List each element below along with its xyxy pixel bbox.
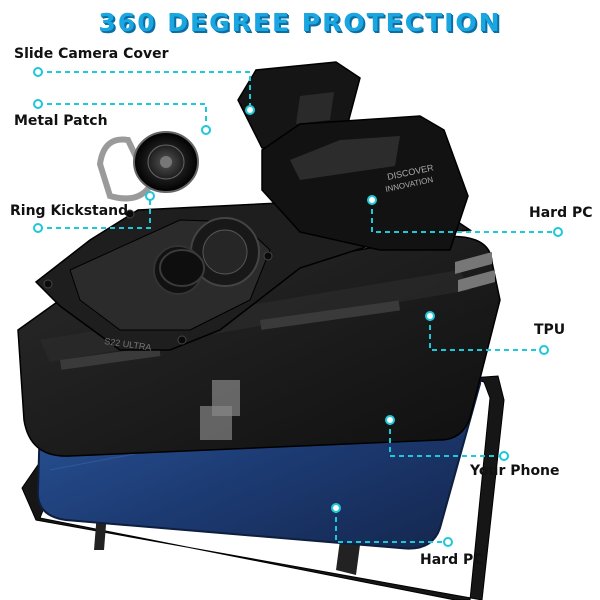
callout-hard-pc-bottom bbox=[335, 508, 448, 543]
label-metal-patch: Metal Patch bbox=[14, 113, 108, 129]
hard-pc-top-shell: DISCOVER INNOVATION bbox=[261, 115, 469, 251]
label-hard-pc-top: Hard PC bbox=[529, 205, 593, 221]
callout-slide-camera-cover bbox=[38, 71, 251, 110]
callout-ring-kickstand bbox=[38, 196, 151, 229]
label-tpu: TPU bbox=[534, 322, 566, 338]
callout-markers bbox=[33, 67, 563, 547]
mounted-ring bbox=[159, 249, 205, 287]
callout-your-phone bbox=[389, 420, 504, 457]
label-your-phone: Your Phone bbox=[470, 463, 560, 479]
callout-metal-patch bbox=[38, 103, 207, 130]
label-ring-kickstand: Ring Kickstand bbox=[10, 203, 129, 219]
callout-hard-pc-top bbox=[371, 200, 558, 233]
label-slide-camera-cover: Slide Camera Cover bbox=[14, 46, 169, 62]
side-button-icon bbox=[455, 252, 492, 274]
ring-kickstand bbox=[96, 131, 199, 202]
label-hard-pc-bottom: Hard PC bbox=[420, 552, 484, 568]
callout-lines bbox=[38, 71, 558, 543]
side-button-icon bbox=[458, 270, 495, 292]
callout-tpu bbox=[429, 316, 544, 351]
page-title: 360 DEGREE PROTECTION bbox=[98, 8, 502, 37]
